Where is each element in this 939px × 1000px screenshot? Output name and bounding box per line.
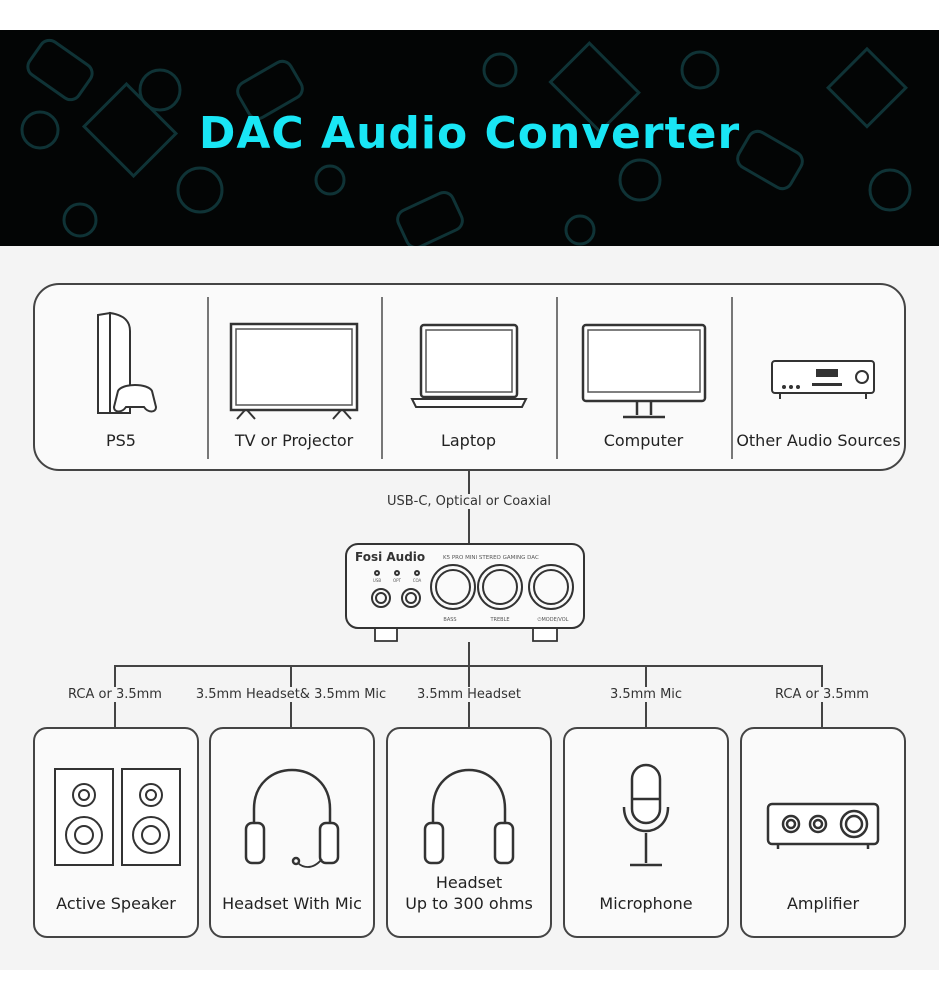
indicator-label: OPT (393, 578, 402, 583)
ps5-console-icon (97, 311, 158, 414)
tv-icon (229, 322, 359, 420)
model-label: K5 PRO MINI STEREO GAMING DAC (443, 555, 539, 561)
connection-label: RCA or 3.5mm (65, 687, 165, 702)
divider (731, 297, 733, 459)
source-label: Laptop (440, 431, 497, 450)
dac-device: Fosi Audio K5 PRO MINI STEREO GAMING DAC… (345, 543, 585, 649)
output-amplifier: Amplifier (740, 727, 906, 938)
input-connection-label: USB-C, Optical or Coaxial (383, 494, 555, 509)
headset-mic-icon (244, 768, 340, 868)
output-active-speaker: Active Speaker (33, 727, 199, 938)
game-pattern-background (20, 38, 912, 246)
source-label: Other Audio Sources (736, 431, 901, 450)
page-title: DAC Audio Converter (198, 108, 741, 159)
output-microphone: Microphone (563, 727, 729, 938)
source-ps5: PS5 (35, 283, 207, 471)
indicator-label: COA (413, 578, 422, 583)
connection-label: 3.5mm Headset (414, 687, 524, 702)
output-label: Active Speaker (56, 894, 176, 913)
connection-label: RCA or 3.5mm (772, 687, 872, 702)
output-headset-with-mic: Headset With Mic (209, 727, 375, 938)
source-label: Computer (603, 431, 684, 450)
source-computer: Computer (556, 283, 731, 471)
indicator-label: USB (373, 578, 381, 583)
output-headset: Headset Up to 300 ohms (386, 727, 552, 938)
output-label-line1: Headset (435, 873, 503, 892)
knob-label: TREBLE (489, 617, 509, 623)
speaker-icon (54, 768, 181, 866)
output-connector-line (468, 642, 470, 666)
source-other-audio: Other Audio Sources (731, 283, 906, 471)
amplifier-icon (766, 802, 880, 849)
source-label: TV or Projector (234, 431, 354, 450)
connection-label: 3.5mm Headset& 3.5mm Mic (192, 687, 390, 702)
knob-label: BASS (443, 617, 456, 623)
output-label-line2: Up to 300 ohms (405, 894, 533, 913)
monitor-icon (581, 323, 706, 419)
divider (381, 297, 383, 459)
headphones-icon (423, 768, 515, 865)
connection-label: 3.5mm Mic (606, 687, 686, 702)
knob-label: ⏻MODE/VOL (538, 617, 569, 623)
divider (207, 297, 209, 459)
source-laptop: Laptop (381, 283, 556, 471)
microphone-icon (622, 763, 670, 867)
output-label: Microphone (599, 894, 693, 913)
source-label: PS5 (106, 431, 136, 450)
output-label: Headset With Mic (222, 894, 362, 913)
divider (556, 297, 558, 459)
laptop-icon (409, 323, 528, 408)
header-banner: DAC Audio Converter (0, 30, 939, 246)
audio-player-icon (770, 360, 875, 399)
brand-logo: Fosi Audio (355, 550, 425, 564)
source-tv: TV or Projector (207, 283, 381, 471)
output-label: Headset Up to 300 ohms (388, 872, 550, 914)
output-label: Amplifier (786, 894, 860, 913)
